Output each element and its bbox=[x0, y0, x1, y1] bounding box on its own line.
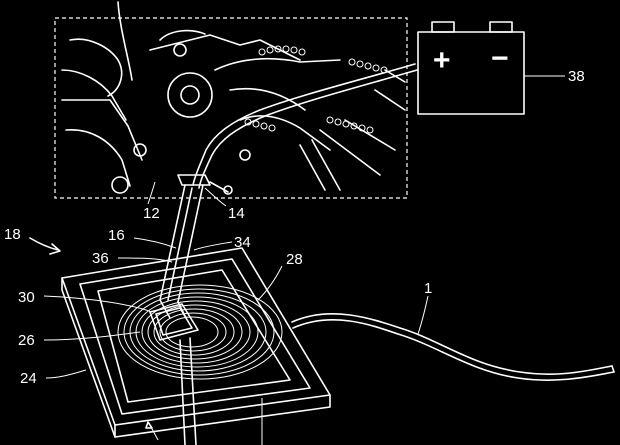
negative-symbol: − bbox=[491, 42, 509, 75]
leader-34 bbox=[193, 241, 233, 251]
label-16: 16 bbox=[108, 227, 125, 244]
leader-1 bbox=[417, 295, 429, 335]
label-28: 28 bbox=[286, 251, 303, 268]
arrowhead-18 bbox=[49, 243, 61, 255]
battery: + − bbox=[417, 21, 525, 115]
label-12: 12 bbox=[143, 205, 160, 222]
side-stand bbox=[159, 174, 233, 303]
label-38: 38 bbox=[568, 68, 585, 85]
base-inner-border bbox=[79, 258, 311, 415]
label-24: 24 bbox=[20, 370, 37, 387]
pad-frame bbox=[97, 269, 291, 403]
label-1: 1 bbox=[424, 280, 432, 297]
battery-body bbox=[417, 31, 525, 115]
induction-coil bbox=[117, 284, 283, 380]
cable-down-2 bbox=[189, 337, 197, 445]
battery-terminal-neg bbox=[489, 21, 513, 33]
label-14: 14 bbox=[228, 205, 245, 222]
leader-30 bbox=[43, 295, 153, 313]
positive-symbol: + bbox=[433, 44, 451, 77]
battery-cable-outer bbox=[198, 69, 418, 189]
drive-chain bbox=[244, 45, 388, 134]
leader-24 bbox=[45, 369, 87, 379]
leader-12 bbox=[147, 181, 156, 205]
label-36: 36 bbox=[92, 250, 109, 267]
label-26: 26 bbox=[18, 332, 35, 349]
battery-cable bbox=[192, 63, 416, 186]
stand-receptacle bbox=[149, 299, 199, 341]
label-30: 30 bbox=[18, 289, 35, 306]
power-cable-outer bbox=[292, 318, 615, 381]
power-cable bbox=[291, 312, 613, 375]
cable-down-1 bbox=[179, 339, 186, 445]
label-34: 34 bbox=[234, 234, 251, 251]
charging-base bbox=[61, 247, 331, 438]
leader-28 bbox=[257, 265, 283, 301]
leader-36 bbox=[117, 257, 173, 263]
battery-terminal-pos bbox=[431, 21, 455, 33]
label-18: 18 bbox=[4, 226, 21, 243]
leader-26 bbox=[43, 331, 141, 341]
arrow-18 bbox=[29, 237, 59, 251]
detail-window bbox=[54, 17, 408, 199]
leader-14 bbox=[204, 187, 227, 207]
motorcycle-detail bbox=[61, 1, 406, 194]
arrow-bottom-left bbox=[145, 421, 153, 429]
leader-16 bbox=[133, 237, 177, 249]
